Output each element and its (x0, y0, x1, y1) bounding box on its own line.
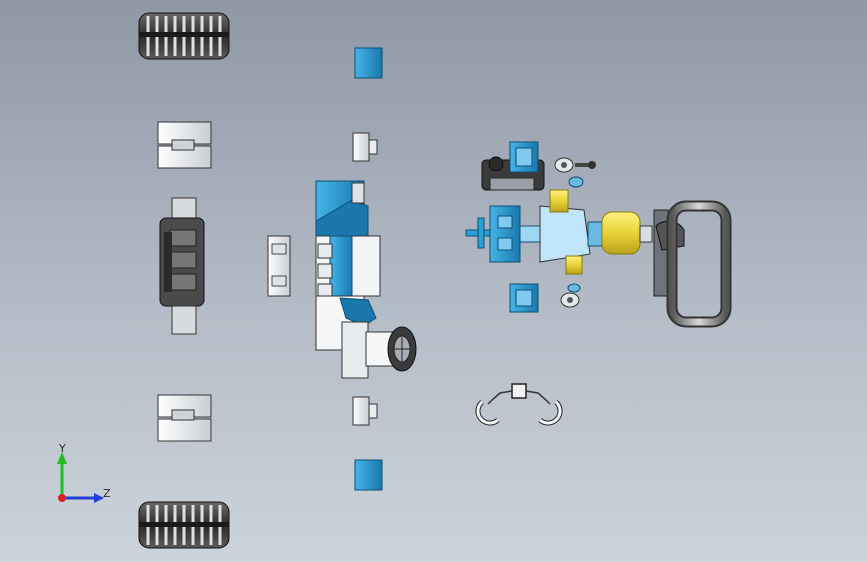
wheel-top[interactable] (138, 12, 230, 60)
axle-clip-bottom[interactable] (157, 394, 212, 442)
chassis-body[interactable] (315, 180, 417, 379)
gear-cluster[interactable] (465, 189, 653, 275)
y-axis-label: Y (58, 442, 66, 455)
peg-top[interactable] (352, 132, 378, 162)
bracket-blue-top[interactable] (509, 283, 539, 313)
blue-block-bottom[interactable] (354, 459, 383, 491)
bracket-blue-bottom[interactable] (560, 283, 581, 308)
motor-housing[interactable] (481, 141, 596, 191)
axis-triad: Y Z (57, 442, 111, 503)
handle-loop[interactable] (653, 200, 732, 328)
wheel-bottom[interactable] (138, 501, 230, 549)
peg-bottom[interactable] (352, 396, 378, 426)
side-plate[interactable] (267, 235, 291, 297)
z-axis-label: Z (103, 487, 111, 500)
axle-clip-top[interactable] (157, 121, 212, 169)
suspension-assembly[interactable] (159, 197, 205, 335)
blue-block-top[interactable] (354, 47, 383, 79)
tow-hooks[interactable] (475, 383, 563, 426)
